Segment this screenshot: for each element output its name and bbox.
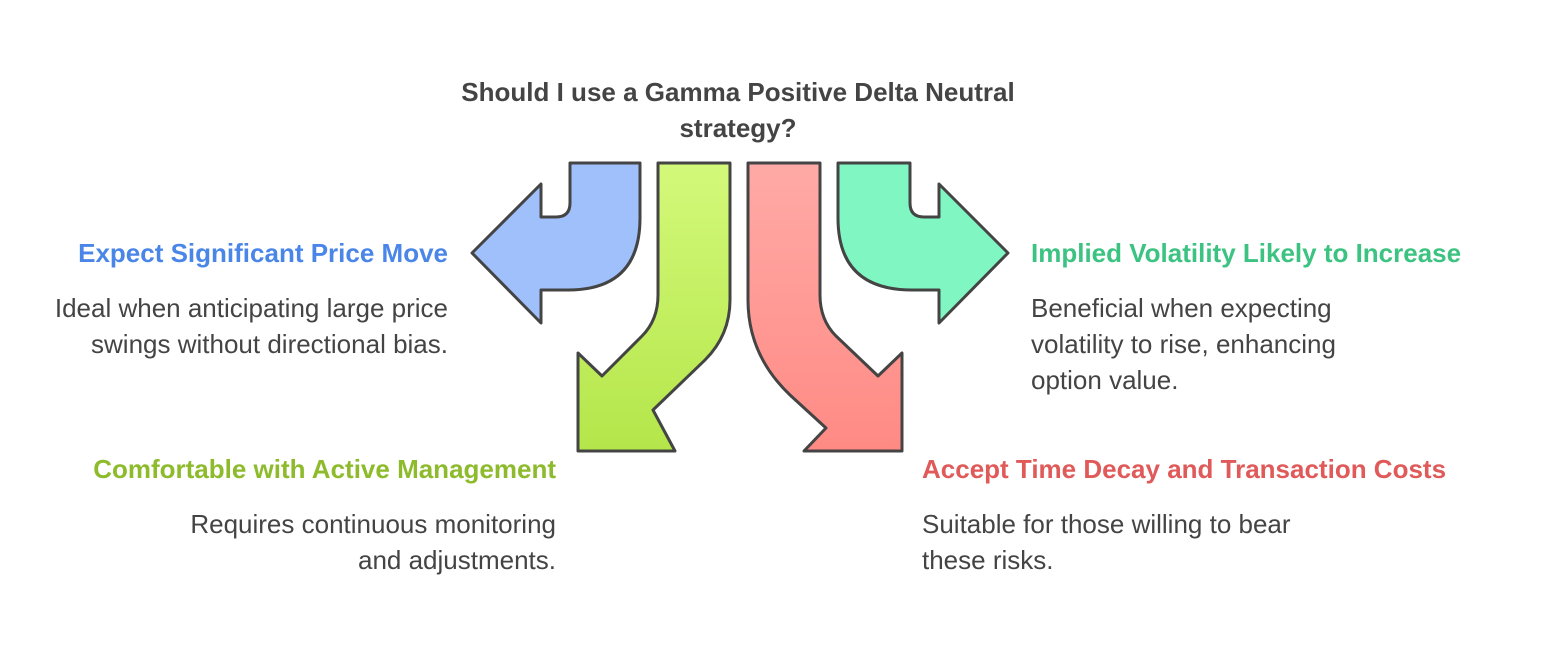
heading-volatility: Implied Volatility Likely to Increase xyxy=(1031,238,1462,268)
arrow-price-move xyxy=(470,161,642,325)
arrow-volatility xyxy=(836,161,1010,325)
heading-price-move: Expect Significant Price Move xyxy=(78,238,448,268)
desc-time-decay: Suitable for those willing to bear these… xyxy=(922,509,1291,575)
heading-active-management: Comfortable with Active Management xyxy=(93,454,556,484)
diagram-title: Should I use a Gamma Positive Delta Neut… xyxy=(461,77,1015,143)
desc-volatility: Beneficial when expecting volatility to … xyxy=(1031,293,1336,395)
desc-active-management: Requires continuous monitoring and adjus… xyxy=(190,509,556,575)
arrow-active-management xyxy=(576,161,732,453)
heading-time-decay: Accept Time Decay and Transaction Costs xyxy=(922,454,1447,484)
arrow-time-decay xyxy=(746,161,904,453)
desc-price-move: Ideal when anticipating large price swin… xyxy=(54,293,448,359)
